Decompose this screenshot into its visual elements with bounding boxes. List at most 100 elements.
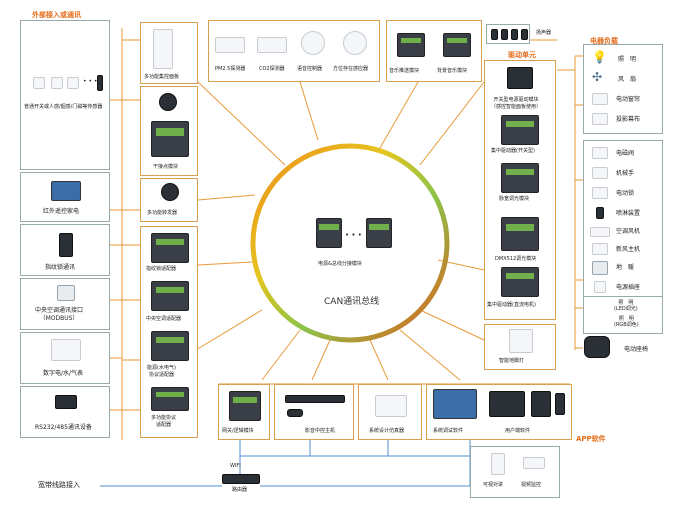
ir-emitter-label: 多功能转发器 [147, 210, 178, 216]
human-label: 方位存在感应器 [333, 66, 369, 72]
load-socket: 电源插座 [616, 284, 641, 291]
gateway-icon [229, 391, 261, 421]
ir-emitter-icon [161, 183, 179, 201]
panel-label: 多功能集控面板 [144, 74, 180, 80]
dry-contact-box: 干接点模块 [140, 86, 198, 176]
door-sensor-icon [97, 75, 103, 91]
intercom-icon [491, 453, 505, 475]
heading-drive-unit: 驱动单元 [508, 51, 536, 59]
load-ac-fan: 空调风机 [616, 228, 641, 235]
intercom-label: 可视对讲 [483, 482, 504, 488]
smoke-sensor-icon [67, 77, 79, 89]
load-floor-heat: 地 暖 [616, 264, 635, 271]
loads-group-3: 照 明 (LED调光) 照 明 (RGB调色) [583, 296, 663, 334]
load-projector-screen: 投影幕布 [616, 116, 641, 123]
meter-label: 数字电/水/气表 [43, 370, 84, 377]
meter-icon [51, 339, 81, 361]
drive-unit-box: 开关型电源驱动模块 （感控智能面板使用） 集中驱动器(开关型) 脉宽调光模块 D… [484, 60, 556, 320]
smart-socket-label: 智能地脚灯 [499, 358, 525, 364]
ac-unit-icon [57, 285, 75, 301]
screen-icon [592, 113, 608, 125]
presence-sensor-icon [343, 31, 367, 55]
rs232-label: RS232/485通讯设备 [35, 424, 92, 431]
tablet-icon [531, 391, 551, 417]
switch-drive-label: 集中驱动器(开关型) [491, 148, 535, 154]
speaker-label: 扬声器 [536, 30, 552, 36]
bulb-icon: 💡 [592, 50, 607, 64]
sensors-label: 普通开关或人感/烟感/门磁等传感器 [24, 104, 103, 110]
ellipsis: • • • [345, 231, 362, 239]
adapters-box: 指纹锁适配器 中央空调适配器 能源(水电气) 协议适配器 多功能协议 适配器 [140, 226, 198, 438]
curtain-drive-label: 集中驱动器(直流电机) [487, 302, 536, 308]
ac-central-box: 中央空调通讯接口 （MODBUS） [20, 278, 110, 330]
ac-central-label: 中央空调通讯接口 （MODBUS） [35, 307, 84, 322]
sensors-box: • • • 普通开关或人感/烟感/门磁等传感器 [20, 20, 110, 170]
dimmer-label: 脉宽调光模块 [499, 196, 530, 202]
massage-chair-icon [584, 336, 610, 358]
load-led: 照 明 (LED调光) [614, 300, 638, 312]
protocol-adapter-label: 多功能协议 适配器 [151, 415, 177, 428]
loads-group-1: 💡 照 明 ✣ 风 扇 电动窗帘 投影幕布 [583, 44, 663, 134]
load-lighting: 照 明 [618, 56, 637, 63]
ac-fan-icon [590, 227, 610, 237]
gateway-label: 网关/逻辑模块 [222, 428, 254, 434]
phone-icon [555, 393, 565, 415]
dimmer-icon [501, 163, 539, 193]
rs232-box: RS232/485通讯设备 [20, 386, 110, 438]
control-panel-icon [153, 29, 173, 69]
dmx-label: DMX512调光模块 [495, 256, 537, 262]
camera-icon [523, 457, 545, 469]
valve-icon [592, 147, 608, 159]
switch-drive-icon [501, 115, 539, 145]
load-fresh-air: 新风主机 [616, 246, 641, 253]
ac-adapter-label: 中央空调适配器 [146, 316, 182, 322]
motion-sensor-icon [51, 77, 63, 89]
pm25-label: PM2.5探测器 [215, 66, 246, 72]
speaker-icon [501, 29, 508, 40]
energy-adapter-icon [151, 331, 189, 361]
gateway-box: 网关/逻辑模块 [218, 384, 270, 440]
socket-icon [594, 281, 606, 293]
simulator-icon [375, 395, 407, 417]
energy-adapter-label: 能源(水电气) 协议适配器 [147, 365, 176, 378]
fingerprint-adapter-label: 指纹锁适配器 [146, 266, 177, 272]
load-electric-lock: 电动锁 [616, 190, 635, 197]
sprinkler-icon [596, 207, 604, 219]
panel-box: 多功能集控面板 [140, 22, 198, 84]
security-box: 可视对讲 视频监控 [470, 446, 560, 498]
fingerprint-box: 指纹锁通讯 [20, 224, 110, 276]
load-fan: 风 扇 [618, 76, 637, 83]
load-massage: 电动座椅 [624, 346, 649, 353]
power-module-icon-2 [366, 218, 392, 248]
music-module-icon [397, 33, 425, 57]
speaker-icon [521, 29, 528, 40]
switch-icon [33, 77, 45, 89]
relay-module-icon [507, 67, 533, 89]
voice-label: 语音控制器 [297, 66, 323, 72]
fingerprint-lock-icon [59, 233, 73, 257]
av-host-box: 影音中控主机 [274, 384, 354, 440]
speaker-icon [491, 29, 498, 40]
ir-label: 红外遥控家电 [43, 208, 80, 215]
fingerprint-label: 指纹锁通讯 [45, 264, 76, 271]
tv-icon [51, 181, 81, 201]
loads-group-2: 电磁阀 机械手 电动锁 喷淋装置 空调风机 新风主机 地 暖 电源插座 [583, 140, 663, 300]
fingerprint-adapter-icon [151, 233, 189, 263]
bg-music-label: 背景音乐模块 [437, 68, 468, 74]
co2-label: CO2探测器 [259, 66, 285, 72]
debug-sw-label: 系统调试软件 [433, 428, 464, 434]
software-box: 系统调试软件 用户端软件 [426, 384, 572, 440]
manipulator-icon [592, 167, 608, 179]
floor-heat-icon [592, 261, 608, 275]
smart-socket-box: 智能地脚灯 [484, 324, 556, 370]
remote-icon [287, 409, 303, 417]
sensors-top-box: PM2.5探测器 CO2探测器 语音控制器 方位存在感应器 [208, 20, 380, 82]
load-rgb: 照 明 (RGB调色) [614, 316, 639, 328]
power-module-label: 电源&总线分接模块 [318, 261, 362, 267]
relay-label: 开关型电源驱动模块 （感控智能面板使用） [491, 97, 542, 110]
music-label: 音乐推送模块 [389, 68, 420, 74]
heading-app-software: APP软件 [576, 435, 606, 443]
dmx-icon [501, 217, 539, 251]
